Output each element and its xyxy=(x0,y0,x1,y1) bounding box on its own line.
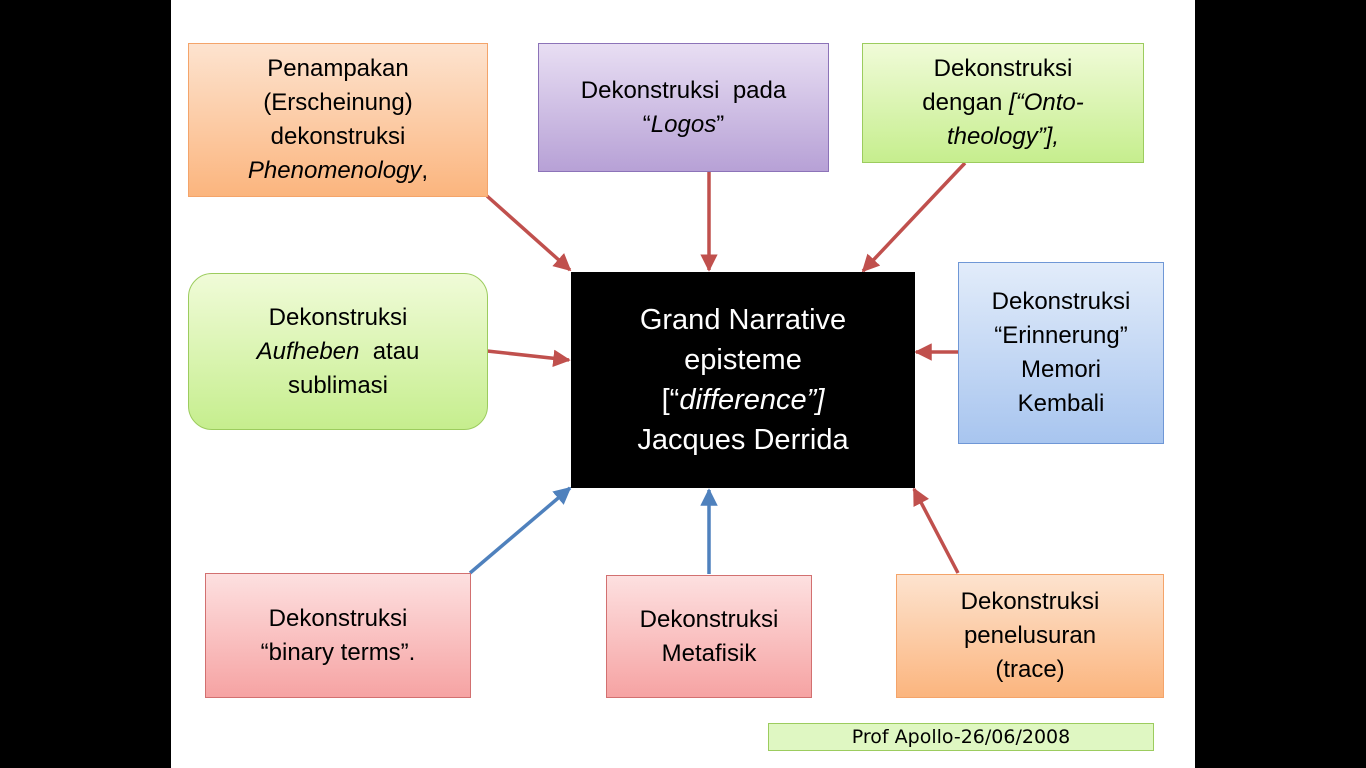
node-metafisik: Dekonstruksi Metafisik xyxy=(606,575,812,698)
penampakan-l2: (Erscheinung) xyxy=(263,89,413,116)
aufheben-l2: Aufheben atau xyxy=(257,335,420,369)
center-line3-italic: difference”] xyxy=(679,384,825,416)
center-line1: Grand Narrative xyxy=(639,304,847,336)
center-node: Grand Narrative episteme [“difference”] … xyxy=(571,272,915,488)
center-line3-open: [“ xyxy=(661,384,680,416)
logos-l2-close: ” xyxy=(716,110,725,138)
node-logos: Dekonstruksi pada “Logos” xyxy=(538,43,829,172)
node-trace: Dekonstruksi penelusuran (trace) xyxy=(896,574,1164,698)
binary-l1: Dekonstruksi xyxy=(268,604,408,632)
erinnerung-l3: Memori xyxy=(1020,356,1101,383)
footer-credit: Prof Apollo-26/06/2008 xyxy=(768,723,1154,751)
erinnerung-l1: Dekonstruksi xyxy=(991,288,1131,315)
node-binary: Dekonstruksi “binary terms”. xyxy=(205,573,471,698)
node-onto: Dekonstruksi dengan [“Onto- theology”], xyxy=(862,43,1144,163)
logos-l2-italic: Logos xyxy=(650,110,717,138)
logos-l2: “Logos” xyxy=(643,108,724,142)
onto-l3: theology”], xyxy=(947,120,1059,154)
trace-l2: penelusuran xyxy=(963,622,1097,649)
aufheben-l2-tail: atau xyxy=(359,337,420,365)
node-penampakan: Penampakan (Erscheinung) dekonstruksi Ph… xyxy=(188,43,488,197)
erinnerung-l4: Kembali xyxy=(1017,390,1105,417)
logos-l2-open: “ xyxy=(642,110,651,138)
metafisik-l1: Dekonstruksi xyxy=(639,605,779,633)
logos-l1: Dekonstruksi pada xyxy=(580,76,787,104)
center-line4: Jacques Derrida xyxy=(637,424,849,456)
aufheben-l3: sublimasi xyxy=(287,371,389,399)
onto-l3-italic: theology”], xyxy=(946,123,1060,150)
trace-l3: (trace) xyxy=(995,656,1065,683)
penampakan-l4-tail: , xyxy=(421,157,429,184)
onto-l2-italic: [“Onto- xyxy=(1009,89,1084,116)
center-line2: episteme xyxy=(684,344,802,376)
onto-l2-text: dengan xyxy=(922,89,1010,116)
penampakan-l4-italic: Phenomenology xyxy=(247,157,422,184)
penampakan-l1: Penampakan xyxy=(267,55,409,82)
binary-l2: “binary terms”. xyxy=(260,638,416,666)
center-line3: [“difference”] xyxy=(662,380,825,420)
onto-l2: dengan [“Onto- xyxy=(922,86,1083,120)
node-aufheben: Dekonstruksi Aufheben atau sublimasi xyxy=(188,273,488,430)
penampakan-l3: dekonstruksi xyxy=(270,123,406,150)
node-erinnerung: Dekonstruksi “Erinnerung” Memori Kembali xyxy=(958,262,1164,444)
penampakan-l4: Phenomenology, xyxy=(248,154,428,188)
aufheben-l2-italic: Aufheben xyxy=(256,337,360,365)
erinnerung-l2: “Erinnerung” xyxy=(994,322,1128,349)
aufheben-l1: Dekonstruksi xyxy=(268,303,408,331)
trace-l1: Dekonstruksi xyxy=(960,588,1100,615)
onto-l1: Dekonstruksi xyxy=(933,55,1073,82)
metafisik-l2: Metafisik xyxy=(661,639,757,667)
